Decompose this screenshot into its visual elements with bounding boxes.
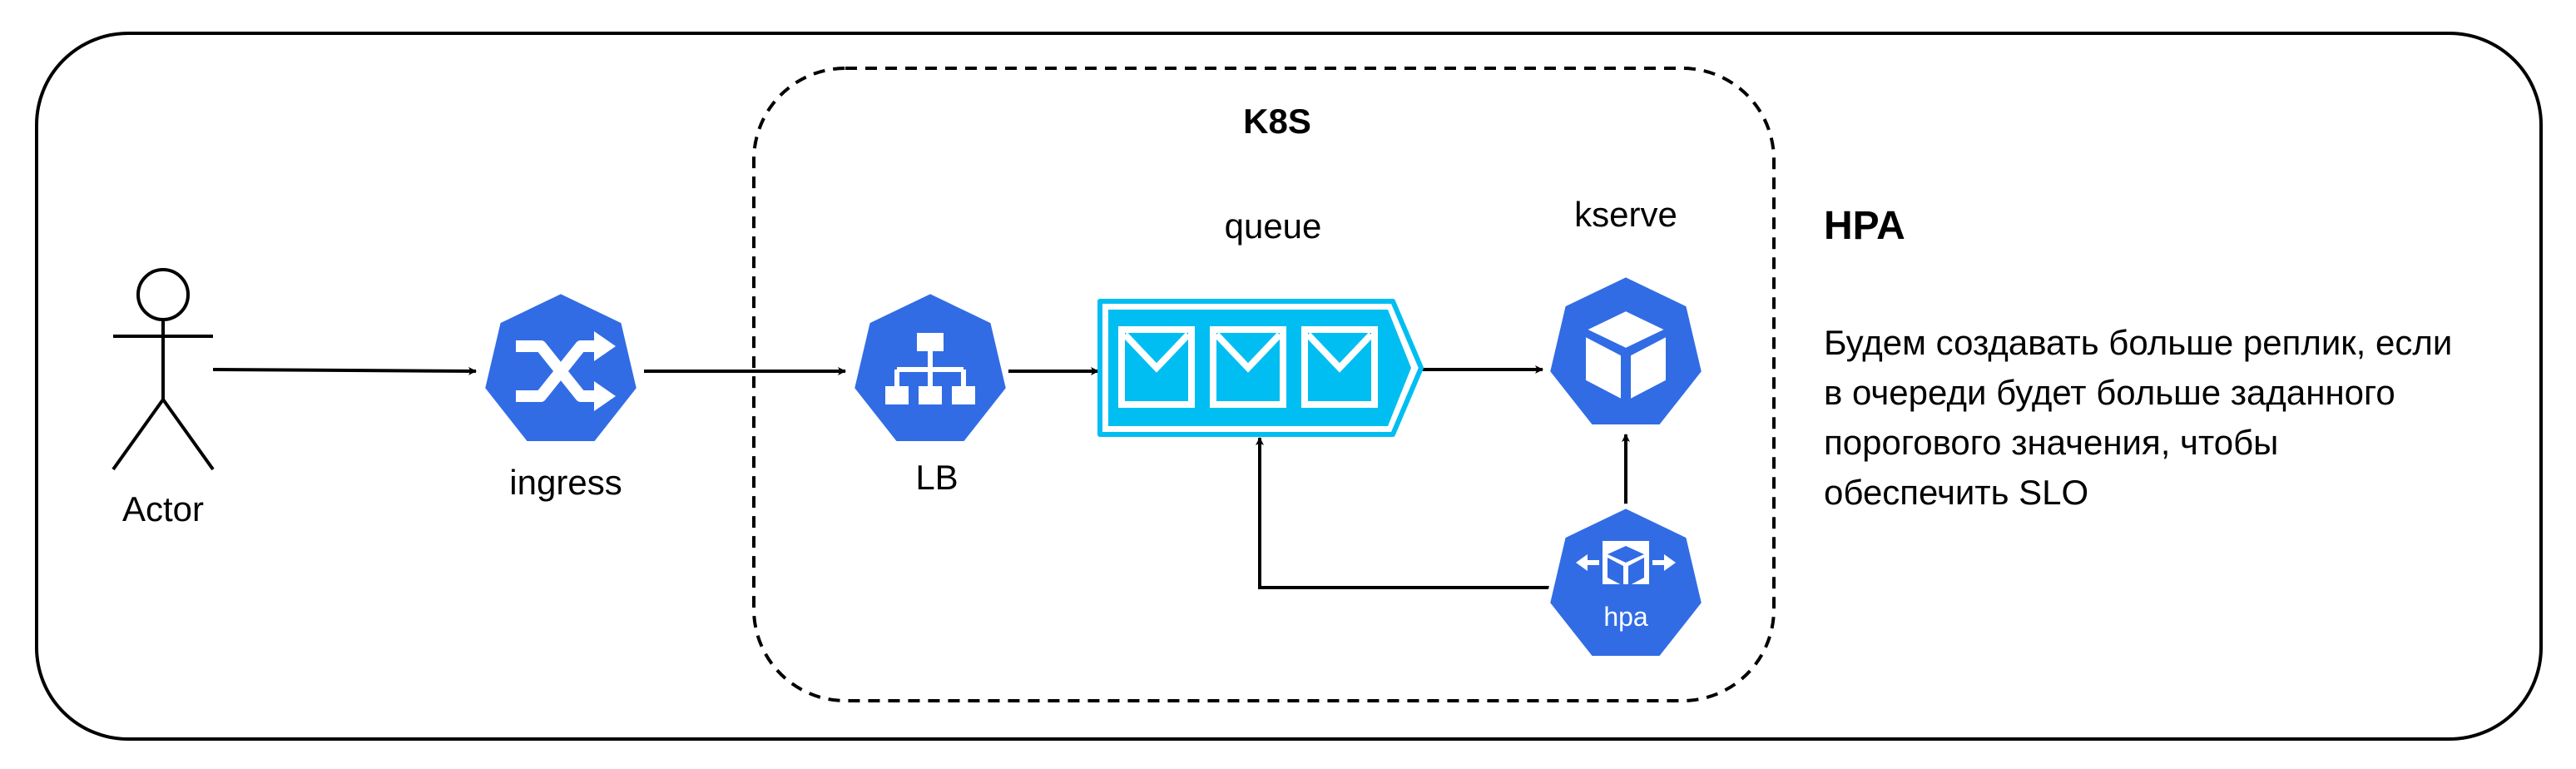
lb-node — [850, 289, 1011, 446]
k8s-cluster-label: K8S — [1243, 102, 1311, 141]
envelope-icon — [1301, 326, 1378, 408]
cube-arrows-icon — [1576, 541, 1676, 586]
ingress-label: ingress — [509, 463, 622, 502]
hpa-node-label: hpa — [1603, 602, 1648, 632]
k8s-cluster-boundary — [752, 67, 1776, 702]
actor-label: Actor — [121, 489, 205, 528]
hpa-note-description: Будем создавать больше реплик, если в оч… — [1824, 323, 2453, 512]
connectors — [212, 365, 1630, 589]
queue-node — [1097, 299, 1424, 437]
arrow-hpa-to-queue — [1256, 437, 1549, 589]
arrow-actor-to-ingress — [212, 366, 477, 375]
hpa-node: hpa — [1545, 504, 1707, 661]
sitemap-icon — [885, 333, 975, 404]
cube-icon — [1583, 308, 1669, 403]
envelope-icon — [1118, 326, 1195, 408]
actor-icon — [111, 268, 215, 471]
queue-label: queue — [1224, 206, 1322, 246]
kserve-node — [1545, 272, 1707, 429]
envelope-icon — [1210, 326, 1286, 408]
kserve-label: kserve — [1574, 195, 1677, 234]
shuffle-icon — [516, 331, 616, 411]
ingress-node — [480, 289, 642, 446]
hpa-note-title: HPA — [1824, 204, 1905, 248]
lb-label: LB — [915, 458, 959, 497]
